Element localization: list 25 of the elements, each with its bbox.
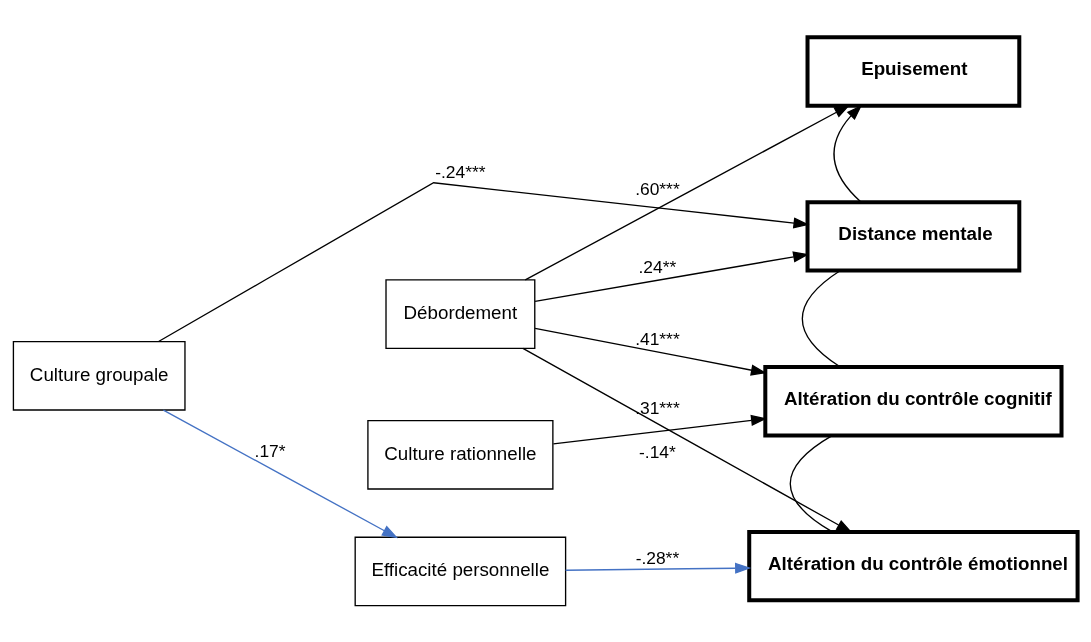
edge-label: .17* [254, 440, 286, 461]
arrow [524, 104, 851, 281]
connector [789, 434, 833, 532]
arrow [564, 562, 752, 574]
edge-label: .31*** [635, 397, 680, 418]
arrow [833, 104, 863, 203]
node-box: Epuisement [805, 34, 1022, 108]
edge-label: .60*** [635, 178, 680, 199]
edge-label: -.24*** [435, 161, 486, 182]
edge-label: -.14* [639, 441, 676, 462]
node-box: Altération du contrôle émotionnel [747, 529, 1080, 602]
arrow [162, 408, 399, 538]
node-box: Distance mentale [805, 199, 1022, 273]
arrow [157, 181, 810, 342]
edge-label: .41*** [635, 328, 680, 349]
arrow [522, 347, 853, 533]
node-box: Culture groupale [12, 340, 186, 411]
node-box: Culture rationnelle [367, 419, 554, 490]
node-box: Altération du contrôle cognitif [763, 364, 1064, 437]
edge-label: .24** [638, 256, 677, 277]
connector [801, 269, 841, 367]
node-box: Efficacité personnelle [354, 536, 567, 606]
node-box: Débordement [385, 278, 536, 349]
edge-label: -.28** [635, 547, 680, 568]
arrow [534, 327, 767, 376]
